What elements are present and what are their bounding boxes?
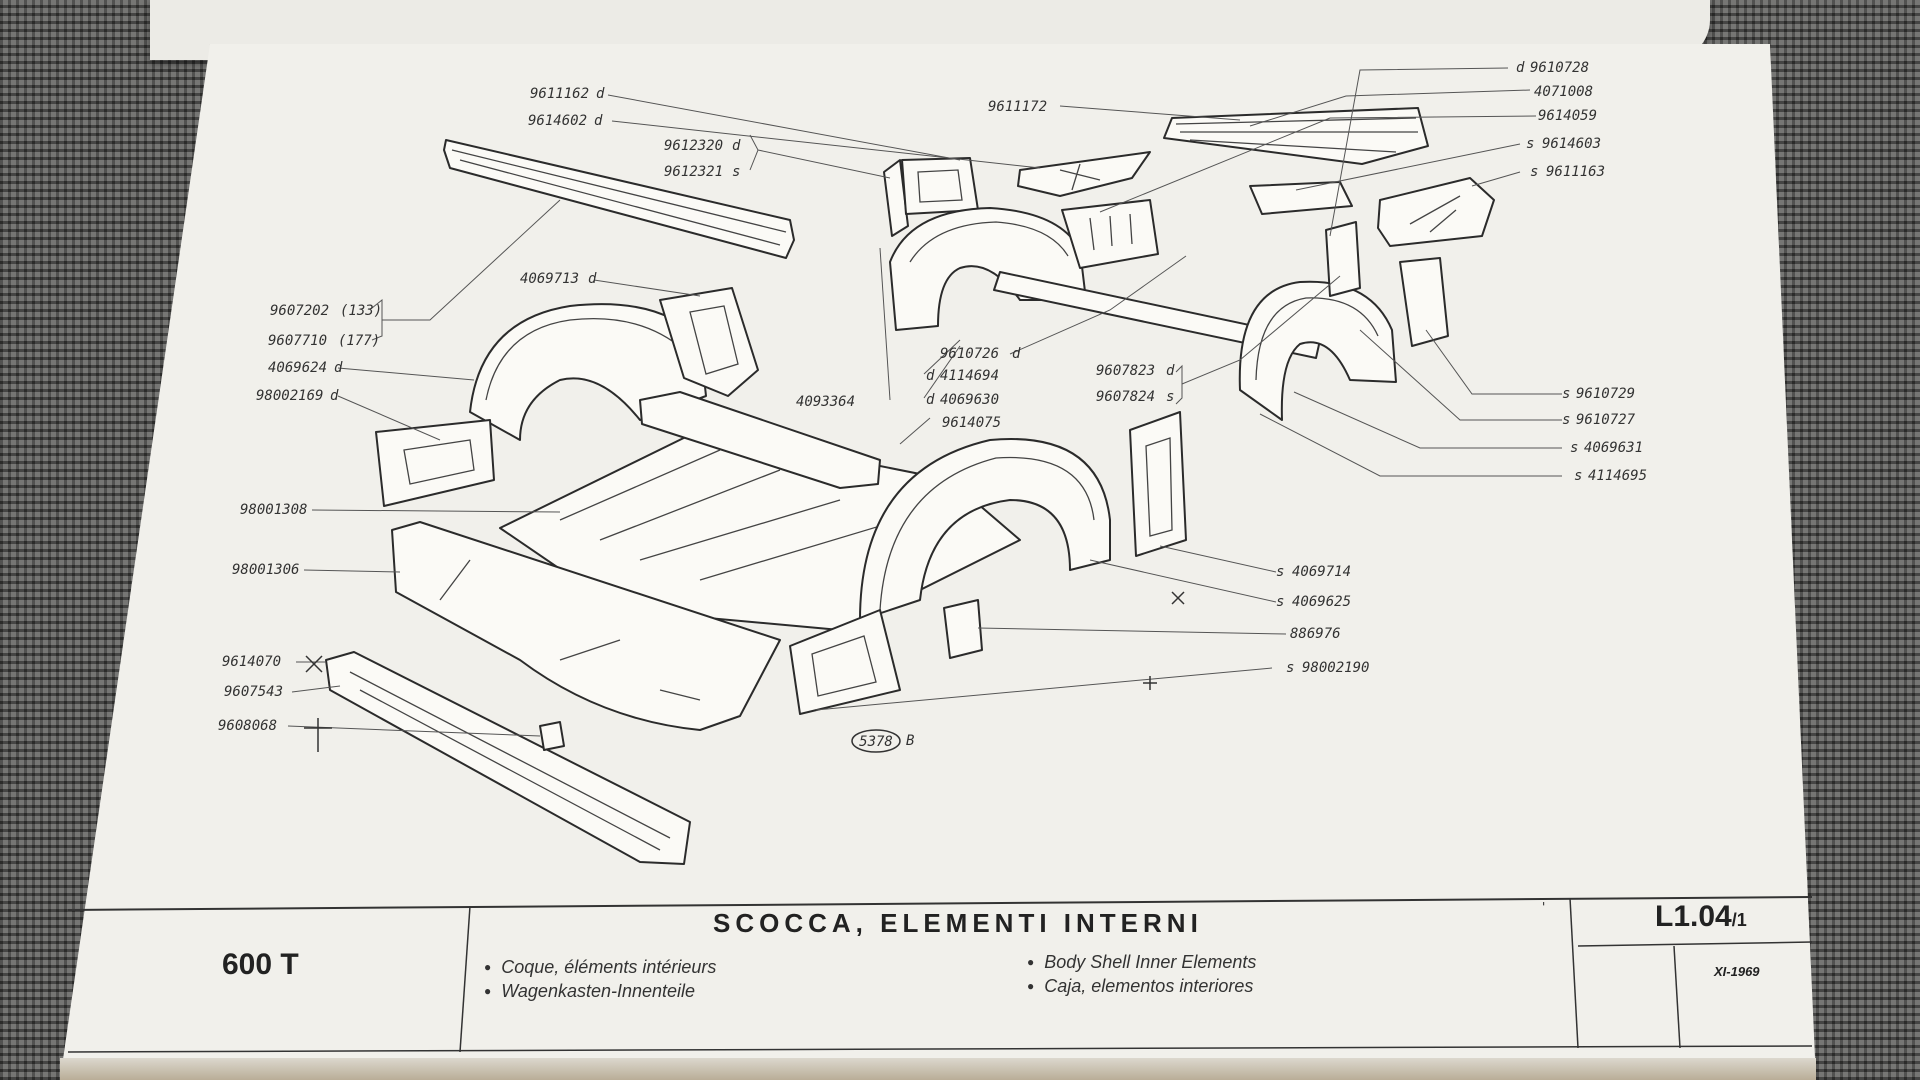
part-wheelhouse-right-rear	[1238, 280, 1397, 421]
part-plate-9611163	[1377, 177, 1495, 247]
svg-text:s: s	[732, 164, 740, 180]
label-9611162: 9611162	[530, 86, 589, 102]
svg-text:d: d	[926, 368, 935, 384]
label-9614603: 9614603	[1542, 136, 1601, 152]
svg-text:d: d	[588, 271, 597, 287]
label-98002169: 98002169	[256, 388, 323, 404]
svg-text:s: s	[1286, 660, 1294, 676]
leader-lines	[287, 67, 1562, 737]
svg-text:s: s	[1276, 594, 1284, 610]
label-9608068: 9608068	[218, 718, 277, 734]
label-4069713: 4069713	[520, 271, 579, 287]
part-bracket-886976	[943, 599, 983, 659]
part-panel-9610728	[1325, 221, 1361, 297]
label-98001308: 98001308	[240, 502, 307, 518]
label-4093364: 4093364	[796, 394, 855, 410]
part-bracket-9612320	[883, 159, 909, 237]
label-886976: 886976	[1290, 626, 1341, 642]
svg-text:d: d	[1012, 346, 1021, 362]
svg-text:s: s	[1526, 136, 1534, 152]
title-block-frame	[67, 896, 1813, 1053]
drawing-reference: 5378 B	[851, 729, 914, 753]
svg-text:s: s	[1562, 412, 1570, 428]
svg-text:(177): (177)	[338, 333, 380, 349]
label-9612321: 9612321	[664, 164, 723, 180]
part-cross-member-9614075	[639, 391, 881, 489]
part-cross-tube	[993, 271, 1321, 359]
label-9614602: 9614602	[528, 113, 587, 129]
svg-text:d: d	[732, 138, 741, 154]
label-9610726: 9610726	[940, 346, 999, 362]
svg-text:(133): (133)	[340, 303, 382, 319]
label-9612320: 9612320	[664, 138, 723, 154]
part-panel-9614059	[1061, 199, 1159, 269]
part-cross-member-upper	[443, 139, 795, 259]
part-bracket-9614603	[1249, 181, 1353, 215]
svg-text:d: d	[334, 360, 343, 376]
svg-text:d: d	[330, 388, 339, 404]
label-9614059: 9614059	[1538, 108, 1597, 124]
part-drawings	[325, 107, 1495, 865]
label-4114695: 4114695	[1588, 468, 1647, 484]
part-bracket-9608068	[539, 721, 565, 751]
svg-text:d: d	[596, 86, 605, 102]
page-stack-edge	[60, 1058, 1816, 1080]
label-9614075: 9614075	[942, 415, 1001, 431]
part-front-crossbar-9614070	[325, 651, 691, 865]
label-9614070: 9614070	[222, 654, 281, 670]
svg-text:s: s	[1166, 389, 1174, 405]
drawing-number: 5378	[859, 734, 893, 750]
part-front-apron-98001306	[391, 521, 781, 731]
label-9607710: 9607710	[268, 333, 327, 349]
label-4114694: 4114694	[940, 368, 999, 384]
label-9610729: 9610729	[1576, 386, 1635, 402]
svg-text:d: d	[1166, 363, 1175, 379]
part-number-labels: 9611162 d 9614602 d 9612320 d 9612321 s …	[218, 60, 1647, 734]
label-4069625: 4069625	[1292, 594, 1351, 610]
label-4069714: 4069714	[1292, 564, 1351, 580]
label-9610727: 9610727	[1576, 412, 1636, 428]
label-4069630: 4069630	[940, 392, 999, 408]
label-9607543: 9607543	[224, 684, 283, 700]
label-4071008: 4071008	[1534, 84, 1593, 100]
label-9607823: 9607823	[1096, 363, 1155, 379]
svg-text:s: s	[1570, 440, 1578, 456]
part-panel-98002169	[375, 419, 495, 507]
svg-text:s: s	[1276, 564, 1284, 580]
label-9611172: 9611172	[988, 99, 1047, 115]
label-4069624: 4069624	[268, 360, 327, 376]
part-wheelhouse-front	[859, 438, 1111, 621]
label-9610728: 9610728	[1530, 60, 1589, 76]
label-98001306: 98001306	[232, 562, 299, 578]
label-9611163: 9611163	[1546, 164, 1605, 180]
label-9607824: 9607824	[1096, 389, 1155, 405]
label-4069631: 4069631	[1584, 440, 1643, 456]
part-panel-9611162	[901, 157, 979, 215]
svg-text:s: s	[1530, 164, 1538, 180]
svg-text:d: d	[926, 392, 935, 408]
part-rear-beam-9611172	[1163, 107, 1429, 165]
pencil-marks	[304, 591, 1185, 752]
drawing-suffix: B	[906, 733, 914, 749]
label-98002190: 98002190	[1302, 660, 1369, 676]
svg-text:s: s	[1562, 386, 1570, 402]
part-plate-9614602	[1017, 151, 1151, 197]
svg-text:d: d	[594, 113, 603, 129]
part-wheelhouse-9610726	[889, 207, 1087, 331]
part-bracket-9610729	[1399, 257, 1449, 347]
svg-text:s: s	[1574, 468, 1582, 484]
label-9607202: 9607202	[270, 303, 329, 319]
part-bracket-4069713	[659, 287, 759, 397]
svg-text:d: d	[1516, 60, 1525, 76]
